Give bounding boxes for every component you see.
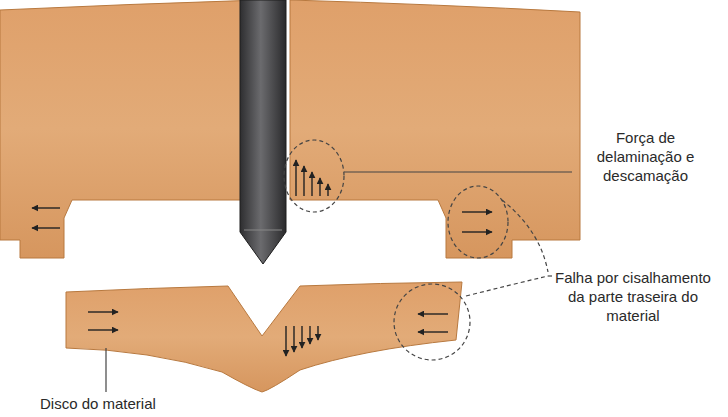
material-disc: [66, 282, 462, 392]
plate-left: [0, 0, 260, 258]
delamination-label: Força de delaminação e descamação: [578, 128, 713, 185]
force-arrows: [32, 160, 492, 356]
plate-right: [290, 0, 580, 258]
punch: [240, 0, 286, 264]
leader-lines: [106, 172, 572, 392]
shear-failure-label: Falha por cisalhamento da parte traseira…: [552, 268, 714, 325]
disc-label: Disco do material: [40, 394, 156, 413]
callout-regions: [284, 140, 548, 360]
